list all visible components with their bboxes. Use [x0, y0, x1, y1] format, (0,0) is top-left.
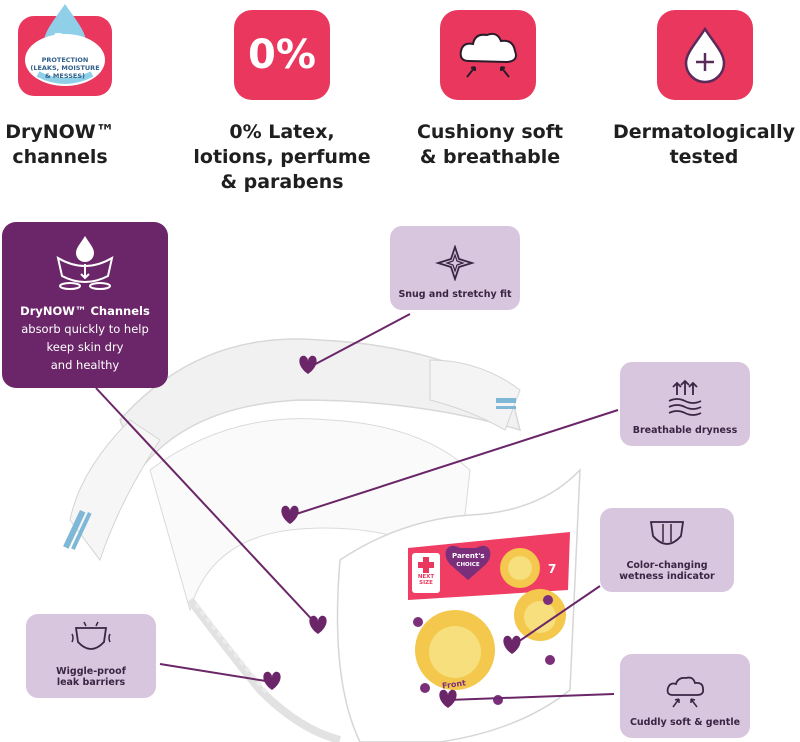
cloud-soft-icon — [459, 32, 517, 78]
drynow-callout-title: DryNOW™ Channels — [20, 304, 150, 318]
feature-1-label: DryNOW™ channels — [5, 121, 115, 168]
diaper-indicator-icon — [649, 521, 685, 545]
diaper-size-number: 7 — [548, 562, 557, 576]
water-drop-3x-icon — [18, 4, 112, 96]
drynow-diaper-icon — [56, 236, 114, 290]
right-tab-stripes — [496, 398, 516, 409]
diaper-brand-line2: CHOICE — [456, 562, 480, 568]
airflow-icon — [668, 379, 702, 416]
soft-cloud-icon — [666, 676, 705, 708]
wiggle-diaper-icon — [71, 621, 111, 650]
feature-4-label: Dermatologically tested — [613, 121, 795, 168]
breathable-callout: Breathable dryness — [620, 362, 750, 446]
feature-1-badge — [10, 2, 120, 102]
cuddly-soft-label: Cuddly soft & gentle — [629, 717, 741, 728]
feature-2-badge: 0% — [234, 10, 330, 100]
feature-3-badge — [440, 10, 536, 100]
leak-barriers-callout: Wiggle-proof leak barriers — [26, 614, 156, 698]
feature-4-badge — [657, 10, 753, 100]
cuddly-soft-callout: Cuddly soft & gentle — [620, 654, 750, 738]
drynow-callout-body: absorb quickly to help keep skin dry and… — [21, 322, 149, 372]
snug-fit-label: Snug and stretchy fit — [398, 289, 512, 300]
wetness-indicator-label: Color-changing wetness indicator — [619, 560, 715, 582]
leak-barriers-label: Wiggle-proof leak barriers — [56, 666, 126, 688]
drynow-channels-callout: DryNOW™ Channels absorb quickly to help … — [2, 222, 168, 388]
drop-plus-icon — [684, 26, 726, 84]
feature-1-badge-big: 3x — [52, 30, 78, 51]
stretch-star-icon — [435, 245, 475, 281]
wetness-indicator-callout: Color-changing wetness indicator — [600, 508, 734, 592]
heart-pattern — [413, 595, 555, 705]
left-tab-stripes — [63, 510, 92, 550]
snug-fit-callout: Snug and stretchy fit — [390, 226, 520, 310]
diaper-next-size: NEXT SIZE — [417, 574, 435, 586]
zero-percent-icon: 0% — [248, 32, 316, 78]
feature-1-badge-small: PROTECTION (LEAKS, MOISTURE & MESSES) — [30, 56, 100, 80]
heart-markers — [263, 355, 521, 708]
feature-3-label: Cushiony soft & breathable — [416, 121, 564, 168]
diaper-brand-line1: Parent's — [452, 552, 485, 560]
feature-2-label: 0% Latex, lotions, perfume & parabens — [193, 121, 371, 193]
breathable-label: Breathable dryness — [632, 425, 738, 436]
